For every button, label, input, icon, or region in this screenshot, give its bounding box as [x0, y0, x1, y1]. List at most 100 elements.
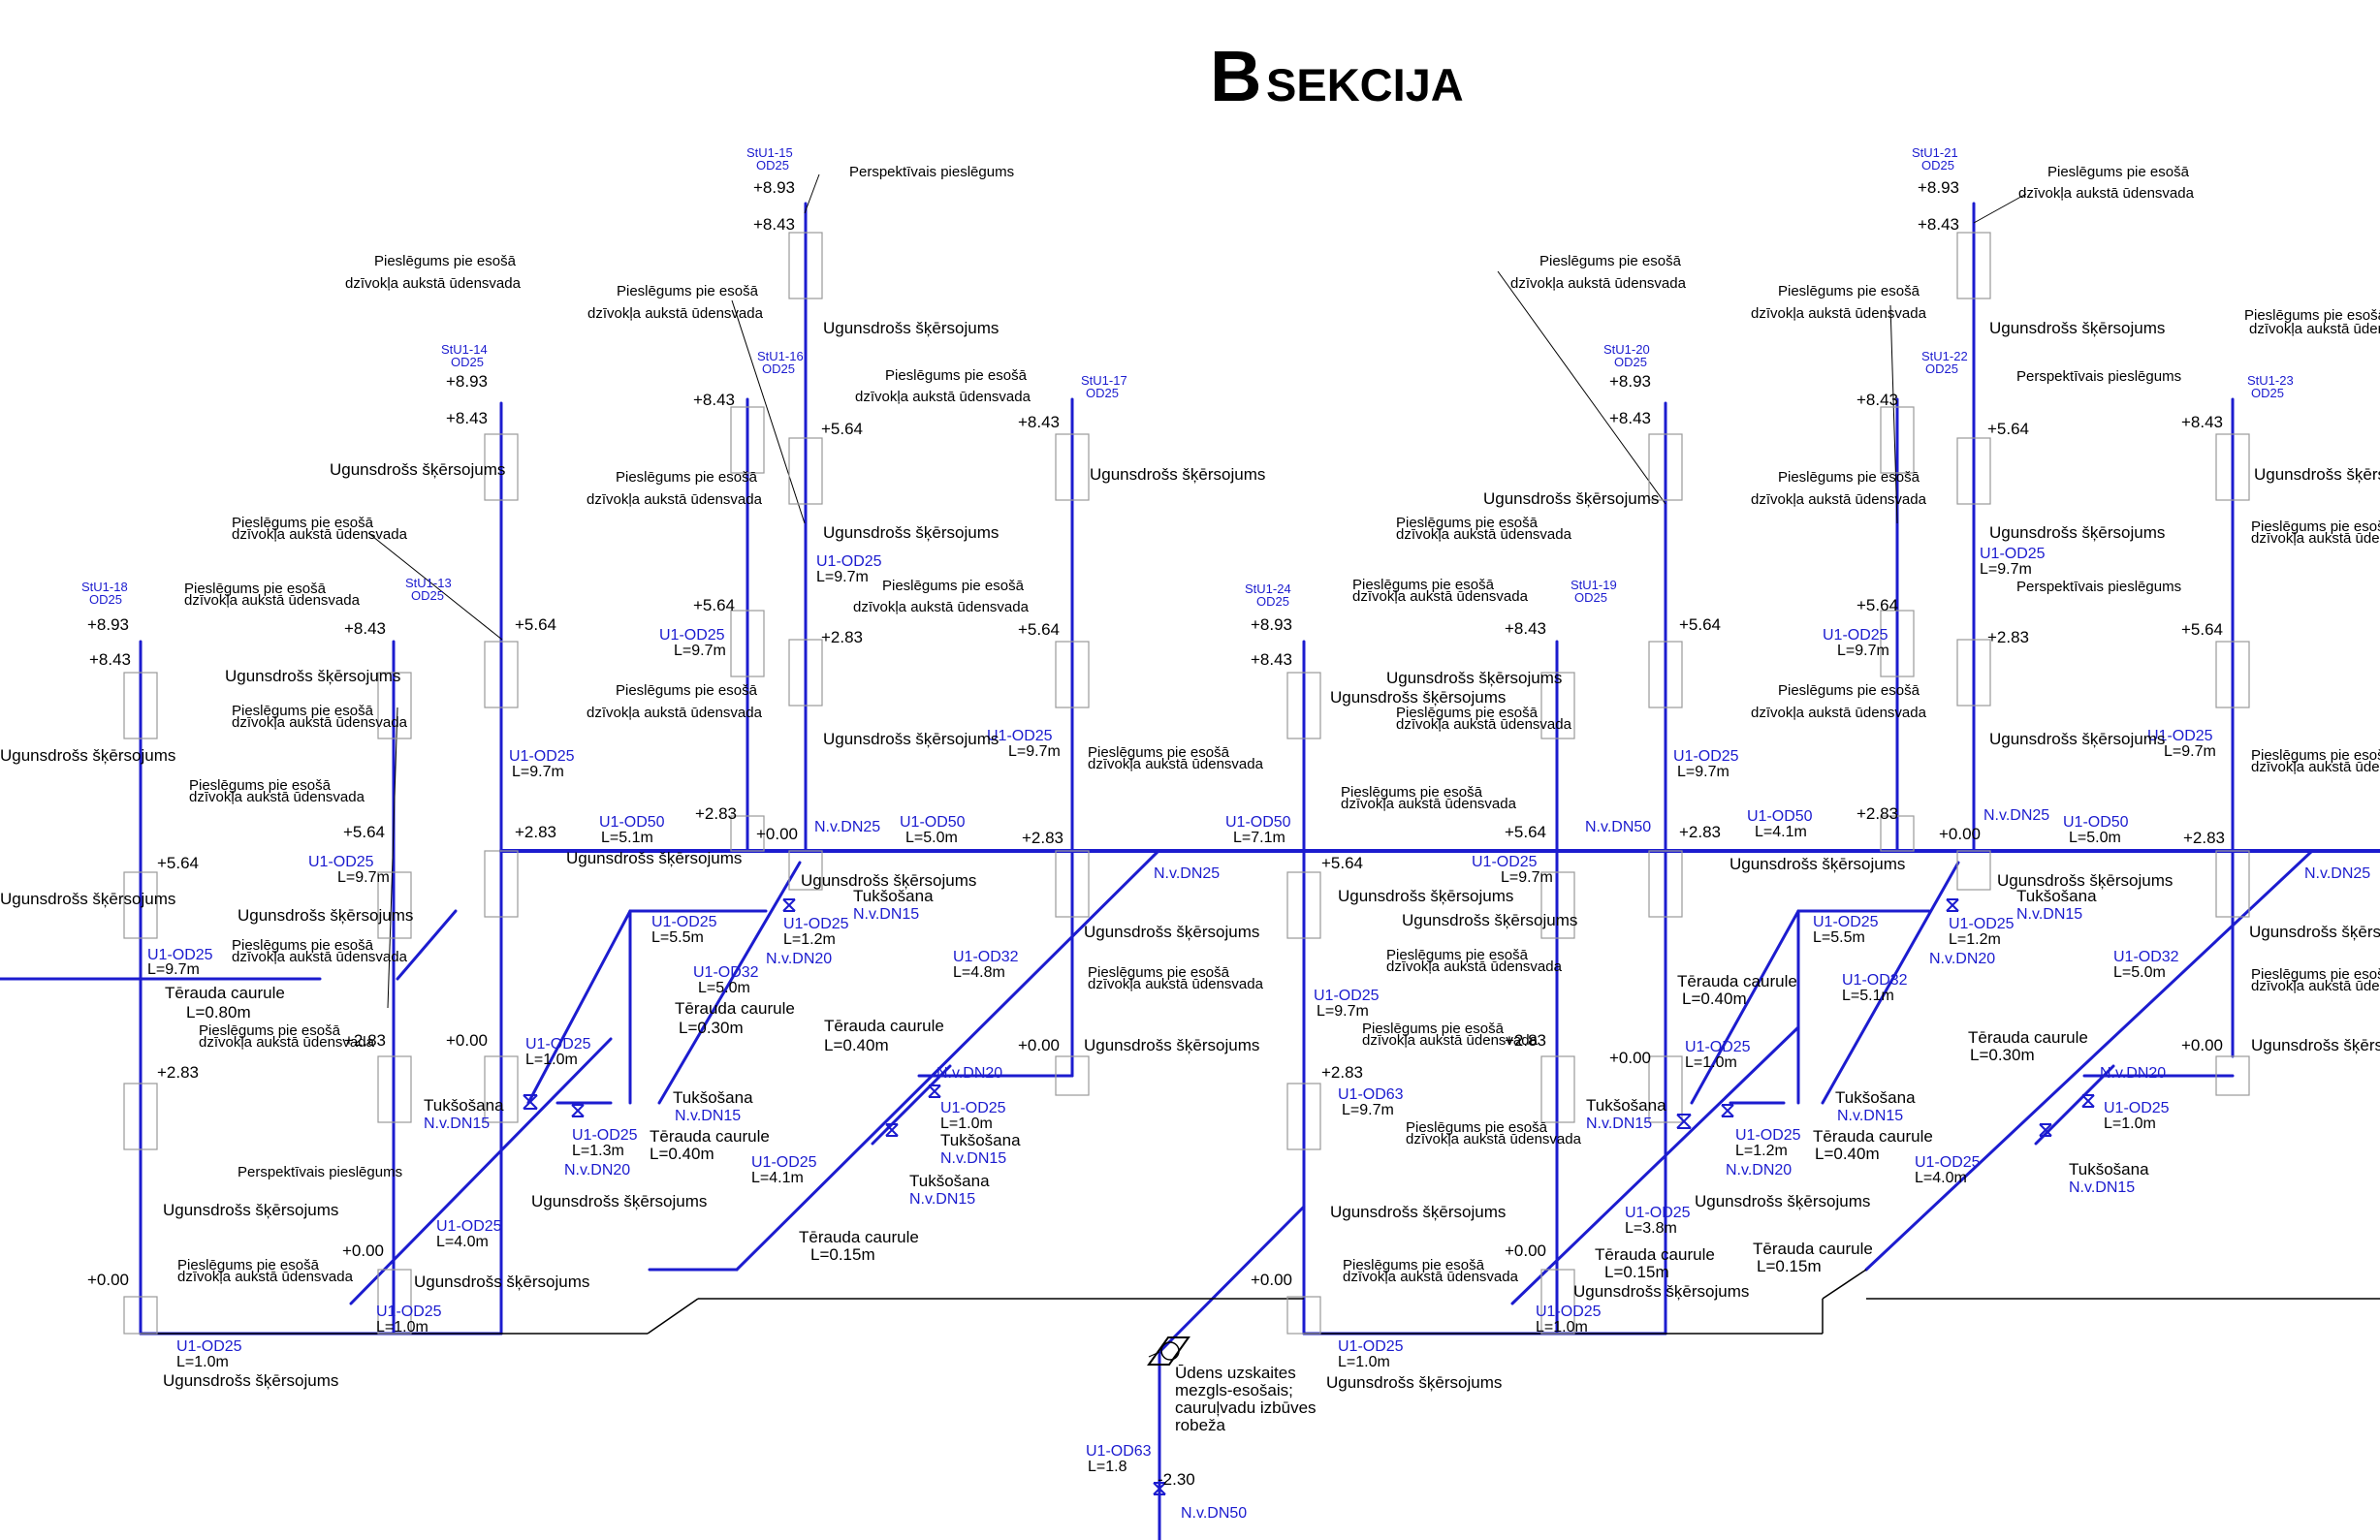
- fixture-box: [1055, 641, 1090, 708]
- fixture-box: [1540, 672, 1575, 739]
- pipe-code: U1-OD50: [1747, 808, 1813, 825]
- fixture-box: [1880, 815, 1915, 852]
- fixture-box: [484, 850, 519, 918]
- elevation-mark: +0.00: [1251, 1271, 1292, 1289]
- pipe-code: U1-OD63: [1338, 1086, 1404, 1103]
- pipe-code: U1-OD25: [1673, 748, 1739, 765]
- connection-note: dzīvokļa aukstā ūdensvada: [1341, 796, 1517, 812]
- elevation-mark: +2.83: [1505, 1031, 1546, 1050]
- riser-label-stu1-22: StU1-22: [1921, 349, 1968, 363]
- fire-barrier-note: Ugunsdrošs šķērsojums: [1483, 489, 1659, 508]
- connection-note: dzīvokļa aukstā ūdensvada: [2251, 978, 2380, 994]
- meter-note: Ūdens uzskaites: [1175, 1364, 1296, 1382]
- steel-pipe-note: Tērauda caurule: [1813, 1127, 1933, 1146]
- connection-note: dzīvokļa aukstā ūdensvada: [1343, 1269, 1519, 1285]
- connection-note: dzīvokļa aukstā ūdensvada: [2251, 759, 2380, 775]
- fixture-box: [1956, 850, 1991, 891]
- fire-barrier-note: Ugunsdrošs šķērsojums: [1084, 1036, 1259, 1054]
- fixture-box: [788, 850, 823, 891]
- connection-note: Pieslēgums pie esošā: [1362, 1021, 1505, 1037]
- connection-note: Pieslēgums pie esošā: [885, 367, 1028, 384]
- water-meter-icon: [1147, 1336, 1190, 1366]
- connection-note: Pieslēgums pie esošā: [232, 515, 374, 531]
- meter-note: robeža: [1175, 1416, 1226, 1434]
- connection-note: Pieslēgums pie esošā: [189, 777, 332, 794]
- pipe-code: U1-OD25: [751, 1154, 817, 1171]
- connection-note: Pieslēgums pie esošā: [2251, 747, 2380, 764]
- steel-pipe-length: L=0.30m: [1970, 1046, 2035, 1064]
- elevation-mark: +0.00: [446, 1031, 488, 1050]
- fixture-box: [2215, 641, 2250, 708]
- valve-icon: [782, 898, 796, 912]
- fire-barrier-note: Ugunsdrošs šķērsojums: [801, 871, 976, 890]
- elevation-mark: +5.64: [1321, 854, 1363, 872]
- connection-note: Pieslēgums pie esošā: [1778, 682, 1920, 699]
- pipe-code: U1-OD25: [1915, 1154, 1981, 1171]
- pipe-code: U1-OD25: [1536, 1304, 1602, 1320]
- pipe-code: U1-OD25: [572, 1127, 638, 1144]
- diag-left-2: [396, 909, 458, 981]
- bottom-outline-diag: [647, 1298, 699, 1335]
- main-diag: [1158, 1205, 1306, 1354]
- connection-note: Pieslēgums pie esošā: [177, 1257, 320, 1273]
- drain-note: Tukšošana: [2016, 887, 2097, 905]
- riser-label-stu1-19: StU1-19: [1571, 578, 1617, 592]
- fixture-box: [1956, 437, 1991, 505]
- elevation-mark: +5.64: [1018, 620, 1060, 639]
- elevation-mark: +5.64: [1679, 615, 1721, 634]
- connection-note: dzīvokļa aukstā ūdensvada: [587, 491, 763, 508]
- leader: [1889, 304, 1898, 524]
- drain-note: Tukšošana: [2069, 1160, 2149, 1179]
- fire-barrier-note: Ugunsdrošs šķērsojums: [2249, 923, 2380, 941]
- fire-barrier-note: Ugunsdrošs šķērsojums: [225, 667, 400, 685]
- elevation-mark: +8.43: [446, 409, 488, 427]
- riser-od: OD25: [762, 361, 795, 376]
- fixture-box: [1540, 871, 1575, 939]
- pipe-length: L=1.0m: [1536, 1319, 1588, 1336]
- valve-label: N.v.DN15: [2069, 1179, 2135, 1196]
- connection-note: dzīvokļa aukstā ūdensvada: [2018, 185, 2195, 202]
- fire-barrier-note: Ugunsdrošs šķērsojums: [1989, 730, 2165, 748]
- elevation-mark: +2.83: [695, 804, 737, 823]
- connection-note: Pieslēgums pie esošā: [2251, 519, 2380, 535]
- pipe-length: L=9.7m: [337, 869, 390, 886]
- fire-barrier-note: Ugunsdrošs šķērsojums: [1573, 1282, 1749, 1301]
- valve-label: N.v.DN15: [940, 1150, 1006, 1167]
- leader: [731, 299, 806, 524]
- pipe-code: U1-OD63: [1086, 1443, 1152, 1460]
- steel-pipe-note: Tērauda caurule: [1968, 1028, 2088, 1047]
- pipe-code: U1-OD25: [816, 553, 882, 570]
- connection-note: Pieslēgums pie esošā: [617, 283, 759, 299]
- drain-note: Tukšošana: [853, 887, 934, 905]
- fire-barrier-note: Ugunsdrošs šķērsojums: [1729, 855, 1905, 873]
- fixture-box: [2215, 1055, 2250, 1096]
- elevation-mark: +0.00: [1018, 1036, 1060, 1054]
- fixture-box: [377, 1269, 412, 1335]
- fire-barrier-note: Ugunsdrošs šķērsojums: [238, 906, 413, 925]
- drain-note: Tukšošana: [1586, 1096, 1666, 1115]
- meter-body: [1147, 1336, 1190, 1366]
- elevation-mark: +5.64: [343, 823, 385, 841]
- pipe-code: U1-OD25: [376, 1304, 442, 1320]
- riser-od: OD25: [1256, 594, 1289, 609]
- pipe-length: L=9.7m: [1342, 1102, 1394, 1118]
- steel-pipe-length: L=0.15m: [1757, 1257, 1822, 1275]
- riser-label-stu1-13: StU1-13: [405, 576, 452, 590]
- valve-label: N.v.DN15: [909, 1191, 975, 1208]
- connection-note: Pieslēgums pie esošā: [2244, 307, 2380, 324]
- fire-barrier-note: Ugunsdrošs šķērsojums: [414, 1273, 589, 1291]
- diag-right-3: [1690, 909, 1800, 1105]
- pipe-code: U1-OD25: [940, 1100, 1006, 1116]
- fixture-box: [377, 1055, 412, 1123]
- fixture-box: [1055, 1055, 1090, 1096]
- pipe-length: L=9.7m: [147, 961, 200, 978]
- elevation-mark: +8.43: [2181, 413, 2223, 431]
- fixture-box: [730, 610, 765, 677]
- connection-note: Pieslēgums pie esošā: [616, 469, 758, 486]
- connection-note: Pieslēgums pie esošā: [232, 937, 374, 954]
- pipe-length: L=1.0m: [376, 1319, 428, 1336]
- pipe-code: U1-OD25: [1813, 914, 1879, 930]
- valve-label: N.v.DN20: [2100, 1065, 2166, 1082]
- pipe-length: L=9.7m: [1317, 1003, 1369, 1020]
- pipe-length: L=5.0m: [698, 980, 750, 996]
